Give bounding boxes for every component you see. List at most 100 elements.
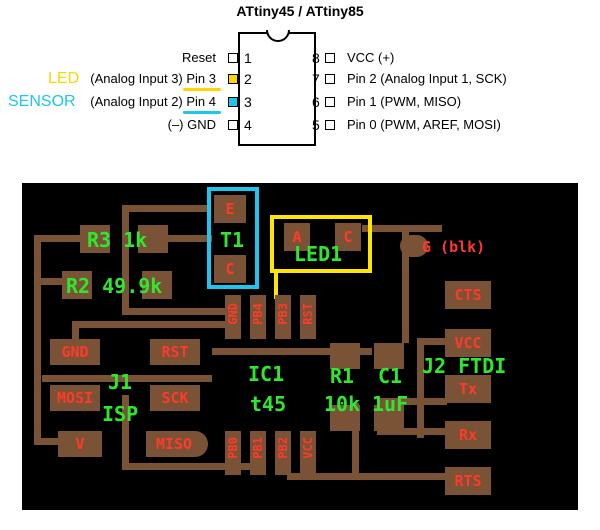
pin-8-number: 8 [312,50,320,66]
ic1-label-line2: t45 [250,392,287,416]
j1-label-line1: J1 [108,370,133,394]
ic-pin-label-pb3: PB3 [276,303,290,325]
ftdi-pad-rx [445,421,491,449]
isp-pad-v [58,431,102,457]
ftdi-pad-cts [445,281,491,309]
pin-3-number: 3 [244,94,252,110]
ic-pad-gnd [225,295,241,339]
pin-5-label: Pin 0 (PWM, AREF, MOSI) [347,117,501,132]
isp-pad-mosi-label: MOSI [56,389,94,407]
trace [417,338,424,438]
r1-label-line2: 10k [324,392,361,416]
ftdi-pad-cts-label: CTS [454,286,482,304]
ftdi-pad-vcc-label: VCC [454,334,482,352]
trace [377,398,447,405]
isp-pad-mosi [50,385,100,411]
t1-label: T1 [220,228,245,252]
pcb-board: E C T1 A C LED1 R3 1k R2 49.9k G (blk) C… [22,183,578,510]
pin-6-box [325,97,335,107]
pin-7-box [325,74,335,84]
ftdi-pad-rx-label: Rx [458,426,478,444]
trace [34,278,64,285]
led-pad-a [284,223,310,251]
pin-2-box [228,74,238,84]
pin-7-label: Pin 2 (Analog Input 1, SCK) [347,71,507,86]
pin-1-number: 1 [244,50,252,66]
j1-label-line2: ISP [102,402,139,426]
trace [122,463,262,470]
trace [34,438,72,445]
ftdi-pad-tx-label: Tx [458,380,478,398]
ic-pad-pb2 [275,431,291,475]
isp-pad-miso [146,431,208,457]
ic-pin-label-vcc: VCC [301,437,315,459]
j2-label: J2 FTDI [422,354,507,378]
trace [287,473,447,480]
trace [352,403,359,473]
isp-pad-rst-label: RST [161,343,189,361]
ftdi-pad-vcc [445,329,491,357]
ic-pin-label-pb4: PB4 [251,303,265,325]
t1-pad-e-label: E [225,200,235,218]
ic-pad-pb1 [250,431,266,475]
led-pad-c [335,223,361,251]
pin-4-label: (–) GND [167,117,216,132]
r2-pad-2 [142,271,172,299]
trace [72,321,79,341]
ic-pad-pb4 [250,295,266,339]
c1-label-line1: C1 [378,364,403,388]
pin-2-number: 2 [244,71,252,87]
r2-label: R2 49.9k [66,274,163,298]
led-callout: LED [48,70,80,87]
r3-pad-2 [138,225,168,253]
ic-pin-label-pb2: PB2 [276,437,290,459]
pin-7-number: 7 [312,71,320,87]
isp-pad-gnd [50,339,100,365]
trace [122,395,129,470]
ic-pad-vcc [300,431,316,475]
gblk-pad [400,235,428,257]
led-pad-c-label: C [343,228,353,246]
pin-5-box [325,120,335,130]
ic-pad-rst [300,295,316,339]
isp-pad-sck-label: SCK [161,389,189,407]
trace [402,225,409,343]
r1-label-line1: R1 [330,364,355,388]
led-highlight-frame [270,215,372,273]
led1-label: LED1 [294,242,343,266]
led-underline [183,88,221,91]
gblk-label: G (blk) [422,238,486,256]
c1-pad-1 [374,343,404,369]
isp-pad-sck [150,385,200,411]
trace [212,348,372,355]
t1-pad-c-label: C [225,260,235,278]
ic-pad-pb3 [275,295,291,339]
t1-highlight-frame [207,187,259,289]
ic-pin-label-pb0: PB0 [226,437,240,459]
trace [122,308,232,315]
ic1-label-line1: IC1 [248,362,285,386]
c1-label-line2: 1uF [372,392,409,416]
pin-8-label: VCC (+) [347,50,395,65]
t1-pad-e [214,195,246,223]
t1-pad-c [214,255,246,283]
ftdi-pad-tx [445,375,491,403]
pin-6-label: Pin 1 (PWM, MISO) [347,94,462,109]
ic-pin-label-rst: RST [301,303,315,325]
ftdi-pad-rts [445,467,491,495]
led-pad-a-label: A [292,228,302,246]
pin-1-box [228,53,238,63]
isp-pad-v-label: V [75,435,85,453]
trace [34,235,41,445]
c1-pad-2 [374,405,404,431]
ic-pin-label-gnd: GND [226,303,240,325]
chip-title: ATtiny45 / ATtiny85 [236,3,364,19]
ic-pin-label-pb1: PB1 [251,437,265,459]
trace [42,375,212,382]
r1-pad-1 [330,343,360,369]
pin-5-number: 5 [312,117,320,133]
r3-label: R3 1k [87,228,148,252]
pin-3-label: (Analog Input 2) Pin 4 [90,94,216,109]
pin-4-number: 4 [244,117,252,133]
ic-pad-pb0 [225,431,241,475]
